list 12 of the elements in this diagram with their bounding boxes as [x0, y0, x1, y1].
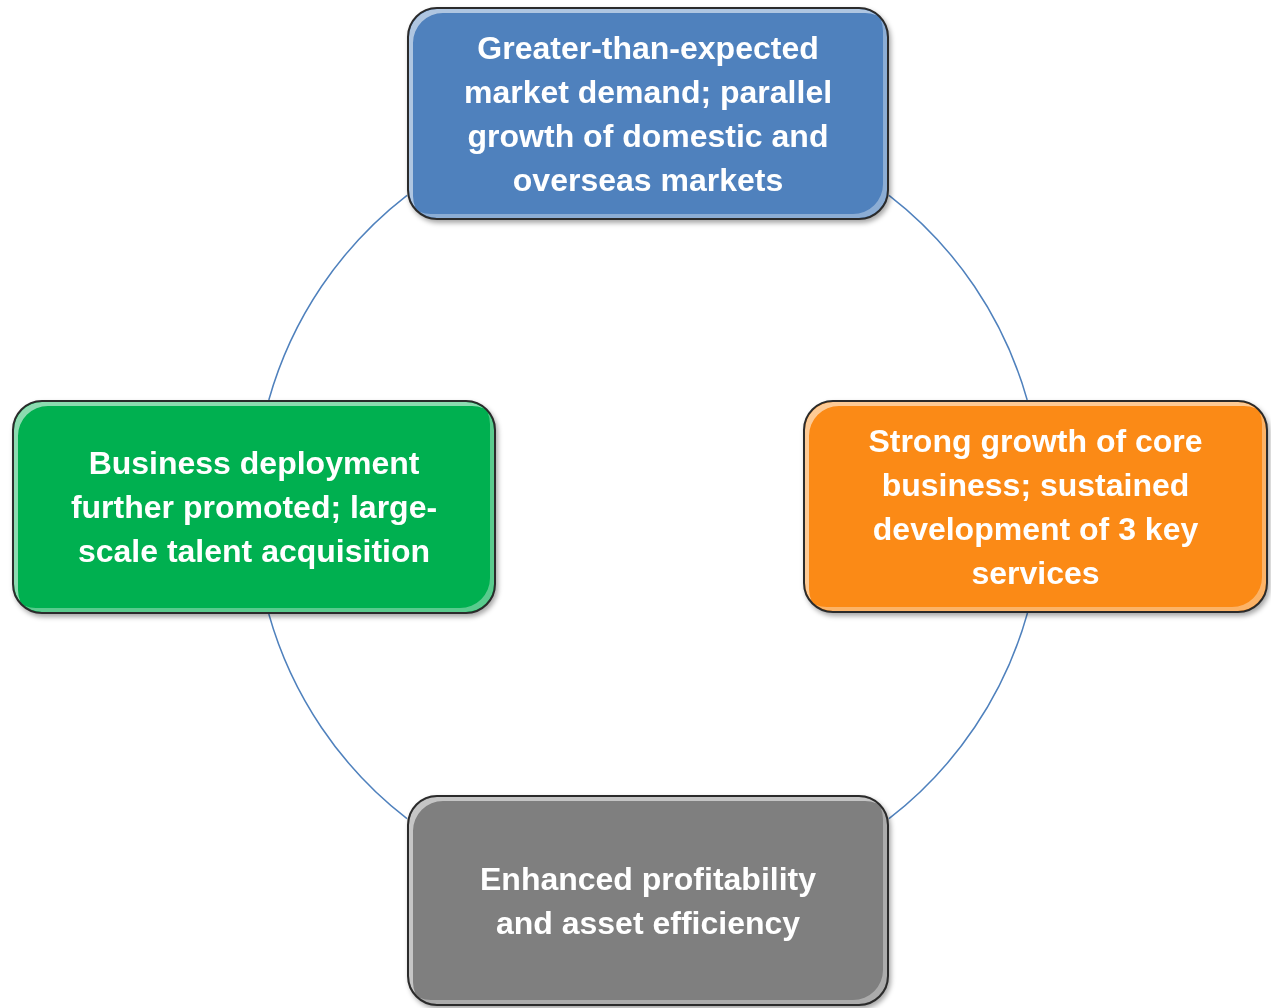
box-text: Business deployment further promoted; large-scale talent acquisition — [69, 444, 439, 571]
connector-arc — [888, 194, 1028, 401]
connector-arc — [888, 612, 1029, 820]
connector-arc — [268, 194, 408, 401]
box-text: Strong growth of core business; sustained development of 3 key services — [867, 421, 1204, 593]
process-box — [12, 400, 496, 614]
connector-arc — [268, 613, 408, 820]
box-text: Greater-than-expected market demand; parallel growth of domestic and overseas markets — [462, 28, 834, 200]
process-box — [803, 400, 1268, 613]
box-text: Enhanced profitability and asset efficiency — [479, 859, 817, 943]
process-box — [407, 7, 889, 220]
process-box — [407, 795, 889, 1006]
